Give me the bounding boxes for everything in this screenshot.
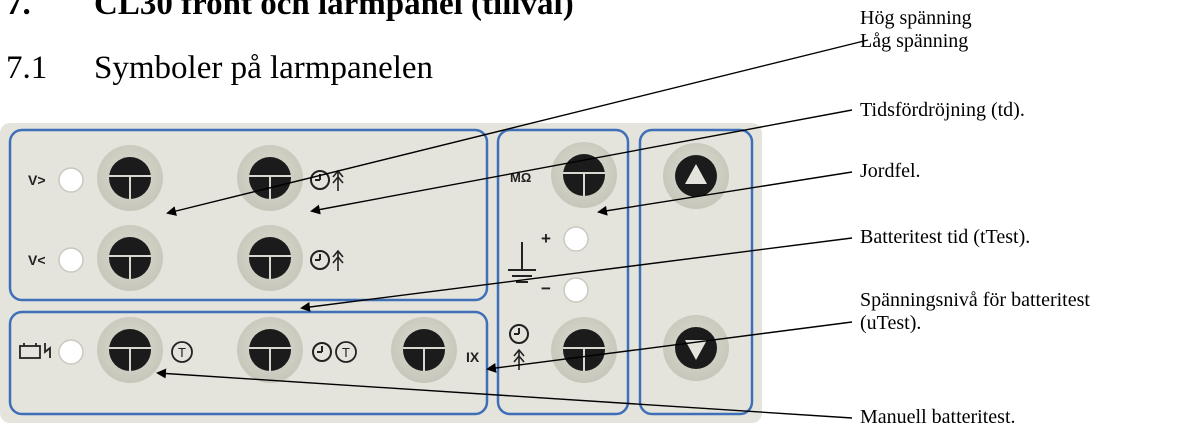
button-manual-battery-test[interactable] [96, 316, 164, 384]
leader-line-time-delay [310, 109, 853, 215]
ix-label: IX [466, 349, 480, 365]
callout-batteritest-tid: Batteritest tid (tTest). [860, 226, 1031, 248]
led-minus [563, 277, 589, 303]
callout-tidsfordrojning: Tidsfördröjning (td). [860, 99, 1025, 121]
callout-manuell: Manuell batteritest. [860, 406, 1016, 428]
megohm-label: MΩ [510, 170, 531, 185]
leader-line-voltage [166, 39, 869, 216]
button-time-delay-high[interactable] [236, 144, 304, 212]
v-high-label: V> [28, 172, 46, 188]
led-v-low [58, 247, 84, 273]
button-earth-fault[interactable] [550, 141, 618, 209]
earth-ground-icon [508, 242, 536, 283]
v-low-label: V< [28, 252, 46, 268]
callout-spanningsniva-line1: Spänningsnivå för batteritest [860, 289, 1090, 311]
callout-jordfel: Jordfel. [860, 160, 921, 182]
button-time-delay-low[interactable] [236, 224, 304, 292]
led-battery [58, 339, 84, 365]
section-number: 7. [6, 0, 31, 22]
leader-line-battery-time [300, 237, 853, 312]
button-battery-test-time[interactable] [236, 316, 304, 384]
callout-lag-spanning: Låg spänning [860, 30, 969, 52]
leader-line-earth-fault [597, 171, 853, 216]
button-v-low[interactable] [96, 224, 164, 292]
button-up[interactable] [663, 143, 729, 209]
panel-section-voltage [8, 128, 489, 302]
subsection-heading: 7.1 Symboler på larmpanelen [6, 50, 433, 87]
subsection-number: 7.1 [6, 50, 48, 86]
leader-line-voltage-level [486, 321, 853, 373]
button-battery-voltage-level[interactable] [550, 316, 618, 384]
panel-section-earth-fault [496, 128, 630, 416]
callout-spanningsniva-line2: (uTest). [860, 312, 922, 334]
led-v-high [58, 167, 84, 193]
button-v-high[interactable] [96, 144, 164, 212]
clock-test-icon [312, 342, 332, 362]
led-plus [563, 226, 589, 252]
minus-label: − [541, 279, 551, 298]
plus-label: + [541, 229, 551, 248]
leader-line-manual-test [156, 368, 853, 419]
button-down[interactable] [663, 315, 729, 381]
arrow-up-icon [685, 164, 707, 184]
arrow-down-icon [685, 340, 707, 360]
callout-hog-spanning: Hög spänning [860, 7, 972, 29]
battery-fault-icon [19, 343, 51, 359]
section-heading: 7. CL30 front och larmpanel (tillval) [6, 0, 574, 23]
subsection-title: Symboler på larmpanelen [94, 50, 434, 86]
clock-up-icon [509, 324, 529, 370]
button-ix[interactable] [390, 316, 458, 384]
panel-section-arrows [638, 128, 754, 416]
panel-section-battery [8, 310, 489, 416]
section-title: CL30 front och larmpanel (tillval) [94, 0, 574, 22]
